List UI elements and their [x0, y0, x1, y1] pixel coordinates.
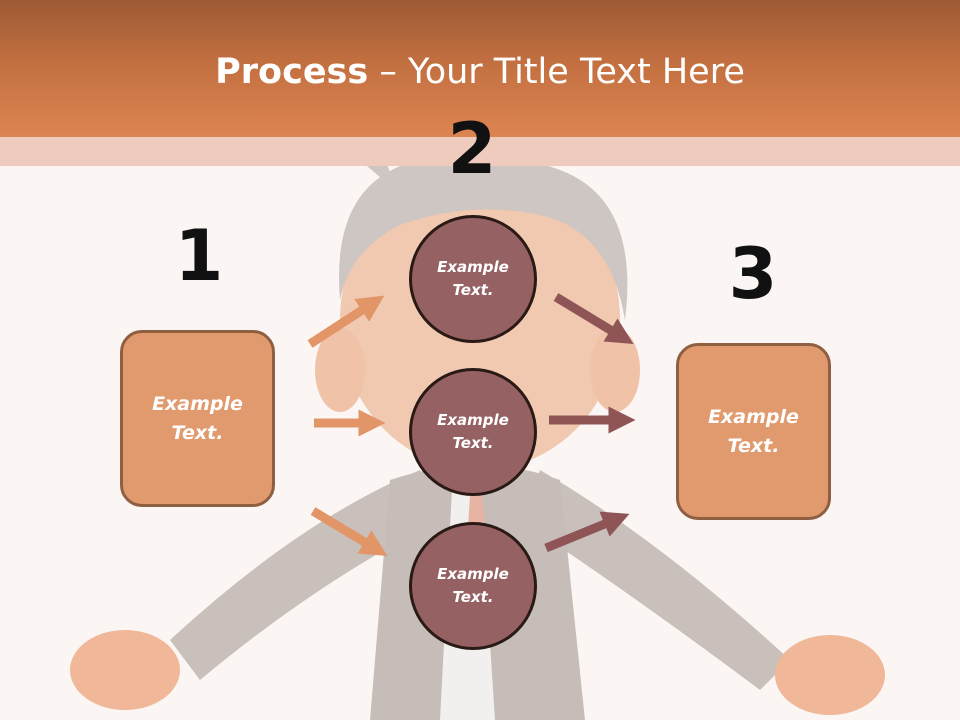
right-box-text: Example Text. [708, 405, 799, 457]
circle-middle-text: Example Text. [437, 411, 509, 452]
circle-middle: Example Text. [409, 368, 537, 496]
slide-title: Process – Your Title Text Here [0, 52, 960, 92]
right-text-box: Example Text. [676, 343, 831, 520]
step-number-3: 3 [728, 233, 778, 315]
title-bar-band [0, 137, 960, 166]
circle-top-text: Example Text. [437, 258, 509, 299]
left-text-box: Example Text. [120, 330, 275, 507]
circle-top: Example Text. [409, 215, 537, 343]
step-number-1: 1 [174, 215, 224, 297]
circle-bottom: Example Text. [409, 522, 537, 650]
step-number-2: 2 [447, 108, 497, 190]
left-box-text: Example Text. [152, 392, 243, 444]
title-bar [0, 0, 960, 137]
arrow-left-to-top [307, 295, 385, 348]
arrow-left-to-bottom [310, 507, 388, 556]
title-bold-part: Process [215, 52, 369, 92]
circle-bottom-text: Example Text. [437, 565, 509, 606]
arrow-bottom-to-right [544, 511, 630, 553]
arrow-top-to-right [553, 293, 634, 344]
title-rest-part: – Your Title Text Here [368, 52, 745, 92]
